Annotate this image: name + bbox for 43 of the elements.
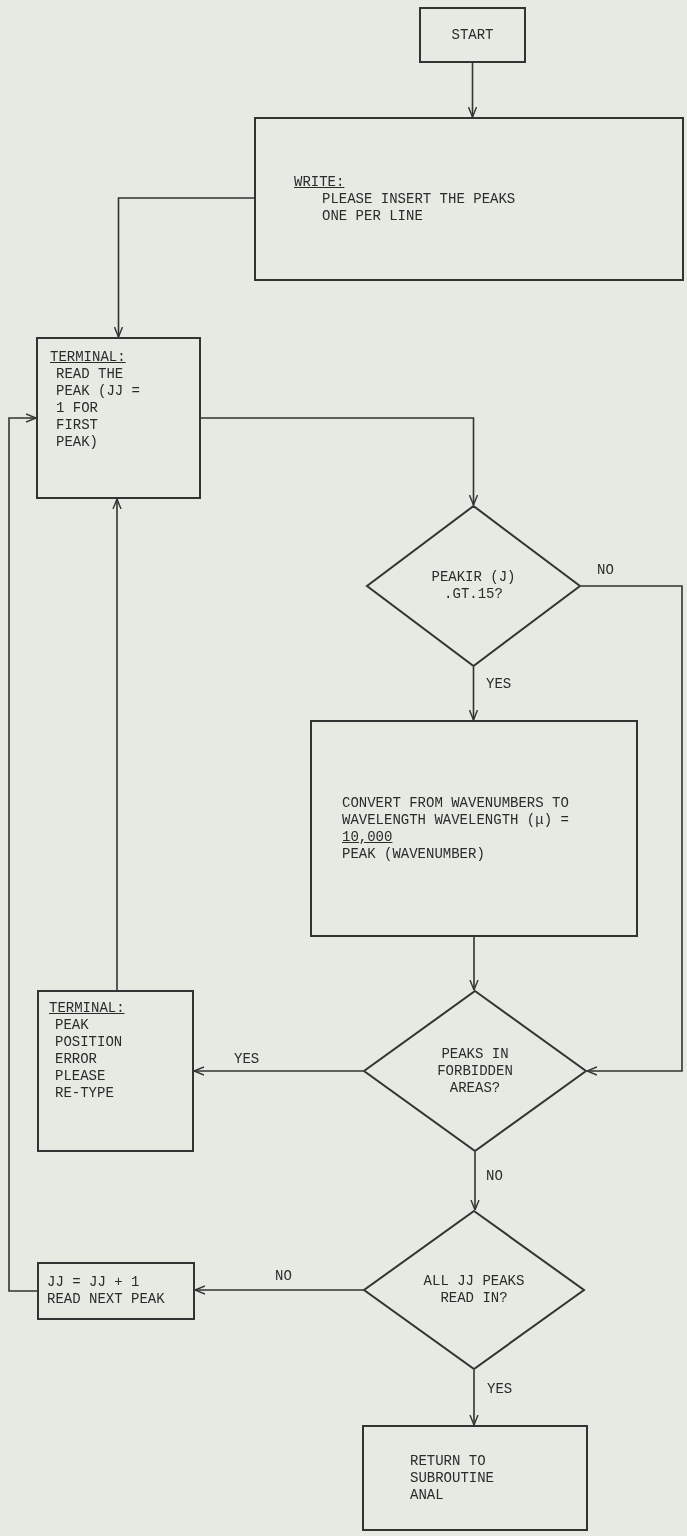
box-heading: TERMINAL: xyxy=(49,1000,125,1017)
process-box xyxy=(419,7,526,63)
box-text: PEAK POSITION ERROR PLEASE RE-TYPE xyxy=(55,1017,124,1102)
box-text: START xyxy=(451,26,494,44)
fraction-denominator: PEAK (WAVENUMBER) xyxy=(342,845,486,863)
process-box xyxy=(254,117,684,281)
decision-diamond xyxy=(363,1210,585,1370)
arrow xyxy=(580,585,683,1076)
process-box xyxy=(37,1262,195,1320)
arrow xyxy=(113,197,255,338)
edge-label: YES xyxy=(486,676,512,692)
process-box xyxy=(37,990,194,1152)
arrow xyxy=(470,1151,480,1211)
edge-label: NO xyxy=(275,1268,292,1284)
arrow xyxy=(200,417,479,506)
box-text: ALL JJ PEAKS READ IN? xyxy=(422,1273,526,1307)
process-box xyxy=(362,1425,588,1531)
box-text: PEAKS IN FORBIDDEN AREAS? xyxy=(436,1045,514,1097)
arrow xyxy=(469,1369,479,1426)
arrow xyxy=(112,498,122,991)
decision-diamond xyxy=(366,505,581,667)
box-text: PLEASE INSERT THE PEAKS ONE PER LINE xyxy=(322,190,517,225)
edge-label: NO xyxy=(597,562,614,578)
edge-label: YES xyxy=(487,1381,513,1397)
box-text: CONVERT FROM WAVENUMBERS TO WAVELENGTH WAVELENGTH (μ) = xyxy=(342,794,570,829)
arrow xyxy=(194,1285,364,1295)
process-box xyxy=(310,720,638,937)
edge-label: NO xyxy=(486,1168,503,1184)
box-text: RETURN TO SUBROUTINE ANAL xyxy=(410,1452,495,1504)
edge-label: YES xyxy=(234,1051,260,1067)
box-heading: WRITE: xyxy=(294,173,345,191)
box-heading: TERMINAL: xyxy=(50,349,126,366)
decision-diamond xyxy=(363,990,587,1152)
process-box xyxy=(36,337,201,499)
arrow xyxy=(8,413,38,1292)
box-text: JJ = JJ + 1 READ NEXT PEAK xyxy=(47,1274,166,1308)
box-text: PEAKIR (J) .GT.15? xyxy=(430,569,517,603)
fraction-numerator: 10,000 xyxy=(342,828,393,846)
arrow xyxy=(469,936,479,991)
arrow xyxy=(468,666,479,721)
box-text: READ THE PEAK (JJ = 1 FOR FIRST PEAK) xyxy=(56,366,141,451)
arrow xyxy=(467,62,478,118)
arrow xyxy=(193,1066,364,1076)
